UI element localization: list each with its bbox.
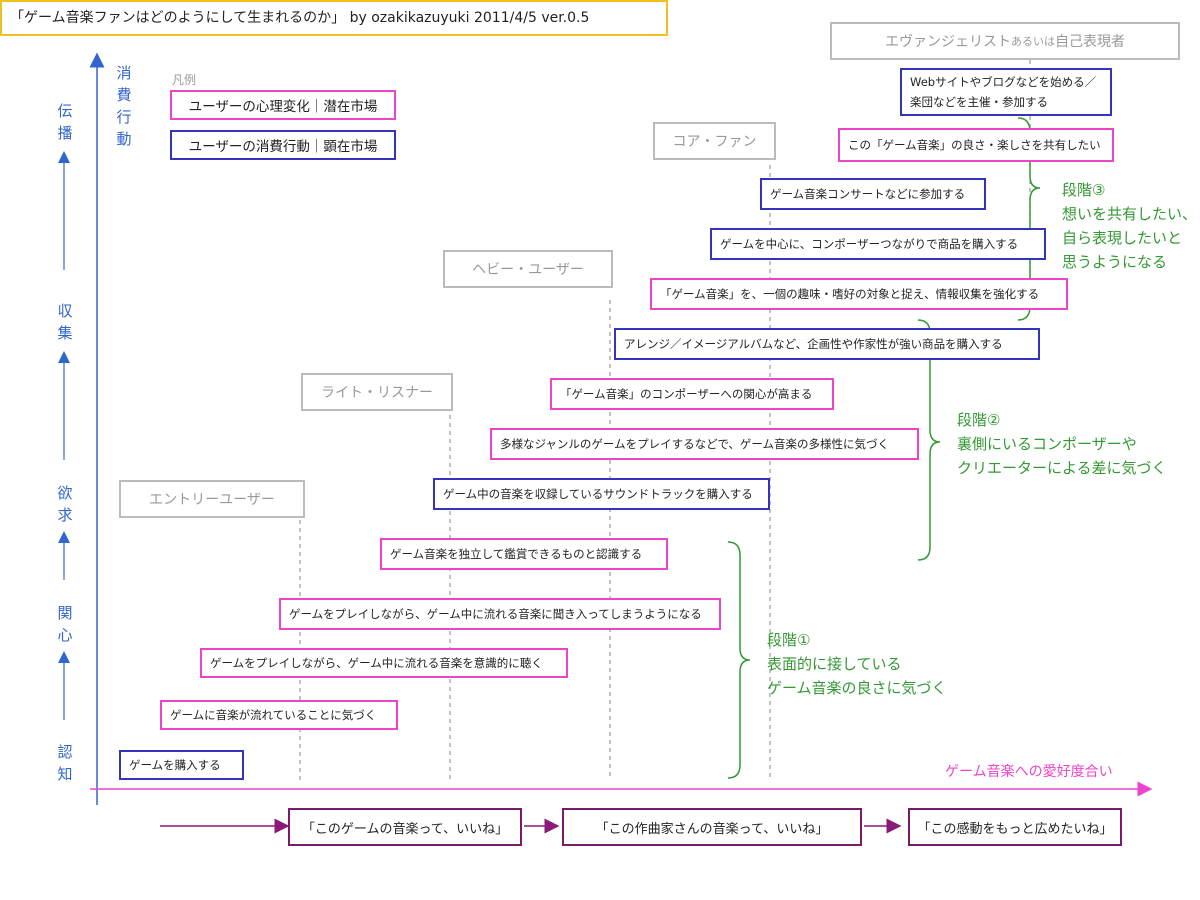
step-listen-consciously: ゲームをプレイしながら、ゲーム中に流れる音楽を意識的に聴く bbox=[200, 648, 568, 678]
step-buy-composer: ゲームを中心に、コンポーザーつながりで商品を購入する bbox=[710, 228, 1046, 260]
y-axis-label: 消費行動 bbox=[116, 64, 132, 148]
segment-evangelist-main: エヴァンジェリスト bbox=[885, 34, 1011, 50]
step-buy-soundtrack: ゲーム中の音楽を収録しているサウンドトラックを購入する bbox=[433, 478, 770, 510]
step-buy-arrange: アレンジ／イメージアルバムなど、企画性や作家性が強い商品を購入する bbox=[614, 328, 1040, 360]
stage2-label: 段階② 裏側にいるコンポーザーや クリエーターによる差に気づく bbox=[957, 408, 1167, 480]
segment-core: コア・ファン bbox=[653, 122, 776, 160]
stage3-line1: 段階③ bbox=[1062, 181, 1106, 199]
step-recognize-independent: ゲーム音楽を独立して鑑賞できるものと認識する bbox=[380, 538, 668, 570]
segment-evangelist-end: 自己表現者 bbox=[1055, 34, 1125, 50]
segment-heavy: ヘビー・ユーザー bbox=[443, 250, 613, 288]
diagram-title: 「ゲーム音楽ファンはどのようにして生まれるのか」 by ozakikazuyuk… bbox=[0, 0, 668, 36]
stage1-line2: 表面的に接している bbox=[767, 655, 902, 673]
level-interest: 関心 bbox=[57, 604, 73, 644]
level-propagation: 伝播 bbox=[57, 102, 73, 142]
stage1-line1: 段階① bbox=[767, 631, 811, 649]
step-hobby: 「ゲーム音楽」を、一個の趣味・嗜好の対象と捉え、情報収集を強化する bbox=[650, 278, 1068, 310]
legend-title: 凡例 bbox=[172, 73, 197, 87]
segment-evangelist: エヴァンジェリストあるいは自己表現者 bbox=[830, 22, 1180, 60]
segment-light: ライト・リスナー bbox=[301, 373, 453, 411]
stage1-label: 段階① 表面的に接している ゲーム音楽の良さに気づく bbox=[767, 628, 947, 700]
legend-psychological: ユーザーの心理変化｜潜在市場 bbox=[170, 90, 396, 120]
level-awareness: 認知 bbox=[57, 743, 73, 783]
stage3-brace bbox=[1017, 117, 1041, 321]
flow-step-composer: 「この作曲家さんの音楽って、いいね」 bbox=[562, 808, 862, 846]
level-desire: 欲求 bbox=[57, 484, 73, 524]
stage3-line4: 思うようになる bbox=[1062, 253, 1168, 271]
step-web: Webサイトやブログなどを始める／ 楽団などを主催・参加する bbox=[900, 68, 1112, 116]
step-absorbed: ゲームをプレイしながら、ゲーム中に流れる音楽に聞き入ってしまうようになる bbox=[279, 598, 721, 630]
flow-step-share: 「この感動をもっと広めたいね」 bbox=[908, 808, 1122, 846]
stage1-line3: ゲーム音楽の良さに気づく bbox=[767, 679, 947, 697]
step-buy-game: ゲームを購入する bbox=[119, 750, 244, 780]
stage1-brace bbox=[727, 541, 751, 779]
x-axis-label: ゲーム音楽への愛好度合い bbox=[945, 764, 1113, 780]
stage3-line3: 自ら表現したいと bbox=[1062, 229, 1183, 247]
stage2-line1: 段階② bbox=[957, 411, 1001, 429]
stage3-label: 段階③ 想いを共有したい、 自ら表現したいと 思うようになる bbox=[1062, 178, 1197, 274]
stage3-line2: 想いを共有したい、 bbox=[1062, 205, 1198, 223]
stage2-line3: クリエーターによる差に気づく bbox=[957, 459, 1167, 477]
legend-behavior: ユーザーの消費行動｜顕在市場 bbox=[170, 130, 396, 160]
step-notice-music: ゲームに音楽が流れていることに気づく bbox=[160, 700, 398, 730]
stage2-line2: 裏側にいるコンポーザーや bbox=[957, 435, 1137, 453]
step-diversity: 多様なジャンルのゲームをプレイするなどで、ゲーム音楽の多様性に気づく bbox=[490, 428, 919, 460]
step-web-line2: 楽団などを主催・参加する bbox=[910, 95, 1048, 109]
flow-step-game: 「このゲームの音楽って、いいね」 bbox=[288, 808, 522, 846]
step-composer-interest: 「ゲーム音楽」のコンポーザーへの関心が高まる bbox=[550, 378, 834, 410]
step-share: この「ゲーム音楽」の良さ・楽しさを共有したい bbox=[838, 128, 1114, 162]
step-concert: ゲーム音楽コンサートなどに参加する bbox=[760, 178, 986, 210]
step-web-line1: Webサイトやブログなどを始める／ bbox=[910, 75, 1097, 89]
segment-evangelist-mid: あるいは bbox=[1011, 35, 1055, 48]
level-collection: 収集 bbox=[57, 302, 73, 342]
segment-entry: エントリーユーザー bbox=[119, 480, 305, 518]
stage2-brace bbox=[917, 319, 941, 561]
